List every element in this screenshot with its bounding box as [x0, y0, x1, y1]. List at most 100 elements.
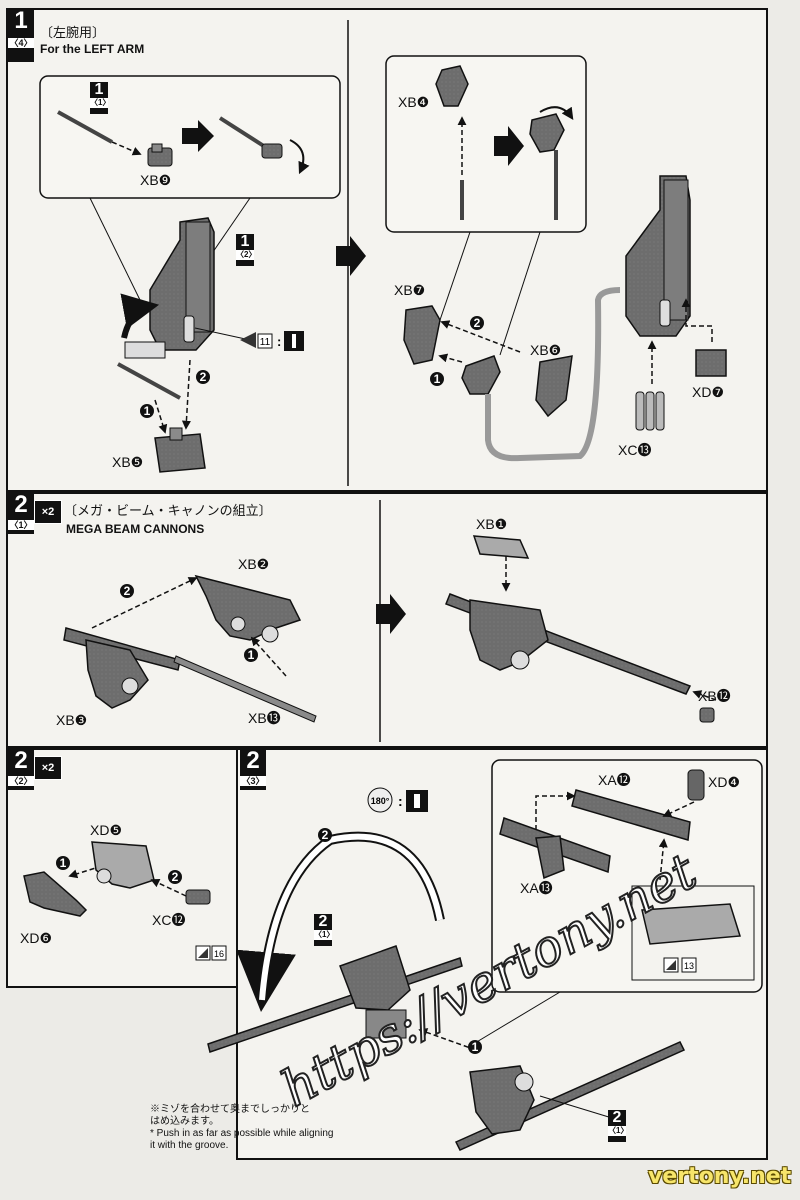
step1-order-2: 2 — [196, 370, 210, 384]
step2b-multiplier: ×2 — [34, 756, 62, 780]
step1-order-1: 1 — [140, 404, 154, 418]
insert-arrow-2 — [440, 320, 521, 353]
cannon-bottom — [454, 1041, 686, 1151]
label-xa12: XA⓬ — [598, 772, 631, 788]
note-en: * Push in as far as possible while align… — [150, 1128, 334, 1151]
insert-arrow — [111, 141, 142, 156]
step2c-number: 2 — [246, 747, 260, 774]
step2b-substep: 〈2〉 — [8, 776, 34, 786]
label-xd6: XD❻ — [20, 930, 52, 946]
step2b-order-2: 2 — [168, 870, 182, 884]
label-xb4: XB❹ — [398, 94, 430, 110]
inset-callout-line — [89, 197, 141, 301]
step1-inset-substep: 〈1〉 — [90, 98, 111, 108]
label-xb6: XB❻ — [530, 342, 562, 358]
cannon-assembled — [445, 593, 692, 695]
label-xb12: XB⓬ — [698, 688, 731, 704]
detail-part — [641, 903, 741, 945]
label-xb13: XB⓭ — [248, 710, 281, 726]
step1-main-substep: 〈2〉 — [236, 250, 257, 260]
rotate-arrow — [289, 139, 310, 175]
svg-text::: : — [277, 334, 281, 349]
fold-arrow — [120, 293, 160, 339]
label-xb5: XB❺ — [112, 454, 144, 470]
left-arm-assembled — [625, 175, 691, 337]
sticker-11-callout: 11 : — [240, 331, 304, 351]
rotate-arrow-inner — [259, 833, 443, 1001]
step2a-title-en: MEGA BEAM CANNONS — [66, 522, 205, 536]
part-xb7 — [403, 305, 441, 365]
step2c-order-1: 1 — [468, 1040, 482, 1054]
part-xb13 — [173, 655, 317, 723]
step2b-order-1: 1 — [56, 856, 70, 870]
assembly-arrow — [535, 791, 576, 830]
step2c-ref-b-substep: 〈1〉 — [608, 1126, 629, 1136]
sticker-16-callout: 16 — [195, 945, 227, 961]
part-xb1 — [472, 535, 530, 559]
wire — [57, 110, 113, 144]
step1-title-jp: 〔左腕用〕 — [40, 25, 106, 40]
assembly-arrow-2 — [150, 878, 187, 897]
label-xc13: XC⓭ — [618, 442, 652, 458]
part-xd7 — [695, 349, 727, 377]
sticker-ref-13: 13 — [684, 961, 694, 971]
cable — [485, 287, 621, 462]
label-xa13: XA⓭ — [520, 880, 553, 896]
part-xd4 — [687, 769, 705, 801]
insert-arrow — [662, 801, 695, 818]
wire — [218, 116, 272, 152]
insert-arrow-2 — [181, 359, 191, 430]
step2c-ref-badge-b: 2 〈1〉 — [608, 1109, 629, 1142]
next-arrow — [182, 120, 214, 152]
label-xb7: XB❼ — [394, 282, 426, 298]
insert-arrow-1 — [438, 353, 463, 363]
part-xc13 — [635, 391, 665, 431]
part-xc12 — [185, 889, 211, 905]
assembly-arrow-1 — [68, 865, 103, 879]
label-xb1: XB❶ — [476, 516, 508, 532]
wire-lower — [117, 362, 181, 400]
rotate-arrow — [539, 106, 574, 120]
step2a-substep: 〈1〉 — [8, 520, 34, 530]
part-xb5 — [154, 427, 206, 473]
next-arrow — [336, 236, 366, 276]
label-xb2: XB❷ — [238, 556, 270, 572]
step1-inset-number: 1 — [94, 81, 104, 98]
part-xb7-socket — [461, 355, 501, 395]
step1-right-inset-box — [385, 55, 587, 233]
step2a-number: 2 — [14, 491, 28, 518]
next-arrow — [376, 594, 406, 634]
step1-substep: 〈4〉 — [8, 38, 34, 48]
assembly-arrow-2 — [91, 577, 198, 629]
step2c-ref-b-number: 2 — [612, 1109, 622, 1126]
assembly-arrow — [658, 838, 668, 881]
step2b-badge: 2 〈2〉 — [8, 747, 34, 790]
cannon-rotated — [207, 945, 463, 1053]
step2c-badge: 2 〈3〉 — [240, 747, 266, 790]
inset-callout-line — [499, 231, 541, 356]
label-xd4: XD❹ — [708, 774, 740, 790]
inset-callout-line — [469, 991, 561, 1047]
insert-arrow-1 — [154, 399, 168, 434]
step2c-order-2: 2 — [318, 828, 332, 842]
step2a-multiplier: ×2 — [34, 500, 62, 524]
assembly-arrow-1 — [418, 1028, 477, 1051]
left-arm-part — [124, 217, 215, 359]
insert-arrow — [681, 298, 713, 342]
step1-right-order-2: 2 — [470, 316, 484, 330]
step1-main-badge: 1 〈2〉 — [236, 234, 257, 266]
step2a-title-jp: 〔メガ・ビーム・キャノンの組立〕 — [64, 503, 272, 518]
sticker-ref-16: 16 — [214, 949, 224, 959]
step1-title-en: For the LEFT ARM — [40, 42, 145, 56]
step2c-ref-badge-a: 2 〈1〉 — [314, 914, 334, 946]
ref-leader — [539, 1095, 613, 1119]
step1-badge: 1 〈4〉 — [8, 9, 34, 62]
rotate-label: 180° — [371, 796, 390, 806]
step2b-number: 2 — [14, 747, 28, 774]
step2a-badge: 2 〈1〉 — [8, 491, 34, 534]
step1-right-order-1: 1 — [430, 372, 444, 386]
part-xd6 — [23, 871, 88, 917]
part-xb2 — [194, 574, 302, 643]
label-xd5: XD❺ — [90, 822, 122, 838]
